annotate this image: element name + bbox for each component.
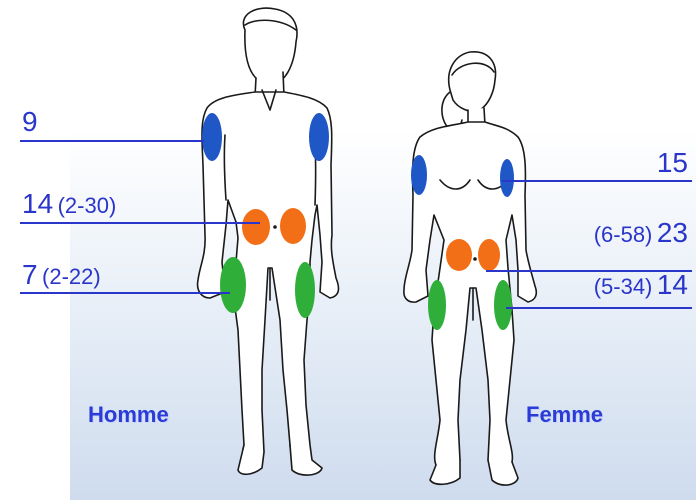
female-title: Femme: [526, 402, 603, 428]
female-thigh-value: 14: [657, 269, 688, 300]
male-navel: [273, 225, 277, 229]
male-thigh-leader-line: [20, 292, 230, 294]
male-abdomen-right-site: [280, 208, 306, 244]
female-abdomen-label: (6-58) 23: [594, 219, 688, 247]
male-abdomen-label: 14 (2-30): [22, 190, 116, 218]
male-title: Homme: [88, 402, 169, 428]
male-abdomen-left-site: [242, 209, 270, 245]
male-thigh-left-site: [220, 257, 246, 313]
male-arm-value: 9: [22, 106, 38, 137]
male-abdomen-value: 14: [22, 188, 53, 219]
female-thigh-range: (5-34): [594, 274, 653, 299]
male-thigh-right-site: [295, 262, 315, 318]
male-abdomen-leader-line: [20, 222, 260, 224]
male-arm-leader-line: [20, 140, 204, 142]
male-thigh-label: 7 (2-22): [22, 261, 101, 289]
female-thigh-label: (5-34) 14: [594, 271, 688, 299]
female-arm-label: 15: [657, 149, 688, 177]
female-abdomen-right-site: [478, 239, 500, 271]
female-arm-leader-line: [502, 180, 692, 182]
female-abdomen-range: (6-58): [594, 222, 653, 247]
female-arm-value: 15: [657, 147, 688, 178]
male-arm-left-site: [202, 113, 222, 161]
male-abdomen-range: (2-30): [58, 193, 117, 218]
female-navel: [473, 257, 477, 261]
male-thigh-value: 7: [22, 259, 38, 290]
female-arm-right-site: [500, 159, 514, 197]
background-panel: [70, 130, 696, 500]
female-arm-left-site: [411, 155, 427, 195]
female-thigh-left-site: [428, 280, 446, 330]
female-thigh-leader-line: [506, 307, 692, 309]
male-arm-right-site: [309, 113, 329, 161]
female-thigh-right-site: [494, 280, 512, 330]
female-abdomen-left-site: [446, 239, 472, 271]
male-thigh-range: (2-22): [42, 264, 101, 289]
male-arm-label: 9: [22, 108, 38, 136]
female-abdomen-value: 23: [657, 217, 688, 248]
